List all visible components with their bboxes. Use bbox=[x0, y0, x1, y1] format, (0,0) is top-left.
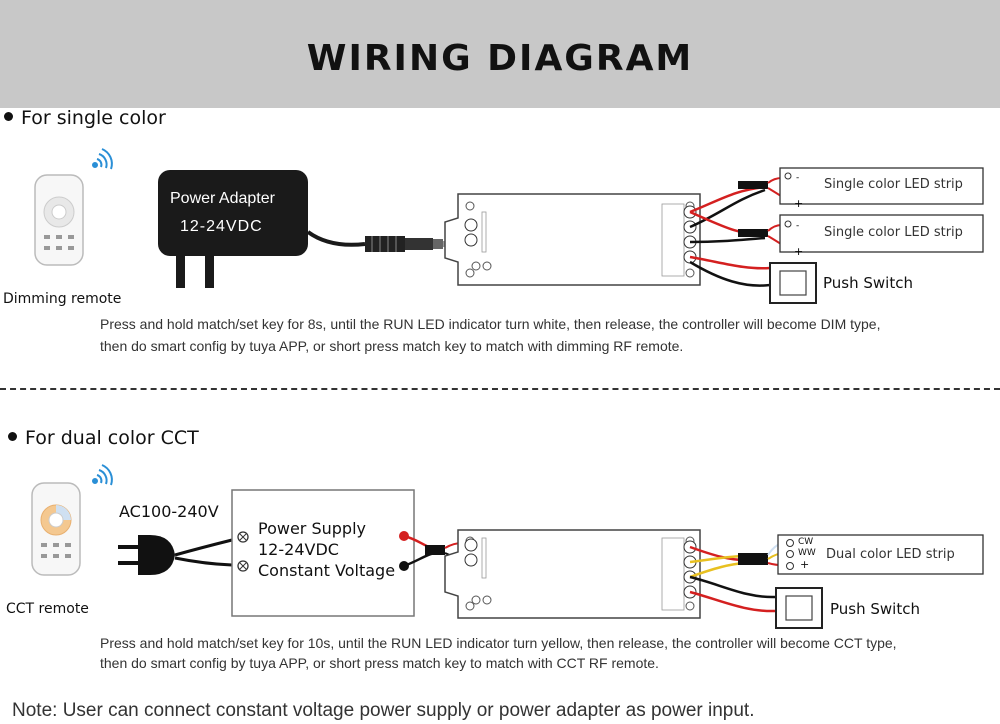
dual-instruction-line-1: Press and hold match/set key for 10s, un… bbox=[100, 635, 897, 651]
section-title-text: For dual color CCT bbox=[25, 427, 199, 449]
dimming-remote-label: Dimming remote bbox=[3, 291, 122, 307]
single-color-led-strip-2: - + bbox=[779, 214, 984, 258]
psu-line-1: Power Supply bbox=[258, 519, 366, 538]
psu-line-3: Constant Voltage bbox=[258, 561, 396, 580]
dual-instruction-line-2: then do smart config by tuya APP, or sho… bbox=[100, 655, 659, 671]
cct-remote-label: CCT remote bbox=[6, 601, 89, 617]
bullet-icon bbox=[4, 112, 13, 121]
push-switch-label-1: Push Switch bbox=[823, 274, 913, 292]
single-instruction-line-2: then do smart config by tuya APP, or sho… bbox=[100, 338, 684, 354]
power-adapter-icon bbox=[158, 170, 308, 288]
push-switch-label-2: Push Switch bbox=[830, 600, 920, 618]
psu-line-2: 12-24VDC bbox=[258, 540, 339, 559]
section-title-dual-color: For dual color CCT bbox=[8, 427, 199, 449]
cw-terminal-label: CW bbox=[798, 537, 814, 547]
title-banner bbox=[0, 0, 1000, 108]
dual-color-led-strip bbox=[777, 534, 984, 575]
plus-terminal-label: + bbox=[800, 558, 810, 571]
adapter-title: Power Adapter bbox=[170, 190, 275, 207]
section-title-single-color: For single color bbox=[4, 107, 166, 129]
ac-plug-icon bbox=[118, 535, 233, 575]
power-supply-icon bbox=[231, 489, 415, 617]
ww-terminal-label: WW bbox=[798, 548, 816, 558]
single-color-led-strip-1: - + bbox=[779, 167, 984, 210]
bullet-icon bbox=[8, 432, 17, 441]
push-switch-icon-2 bbox=[775, 587, 823, 629]
wifi-icon bbox=[92, 148, 113, 170]
controller-icon-2 bbox=[444, 529, 701, 619]
strip-label-1: Single color LED strip bbox=[824, 177, 963, 192]
section-divider bbox=[0, 388, 1000, 390]
svg-text:-: - bbox=[796, 173, 799, 183]
note-text: Note: User can connect constant voltage … bbox=[12, 700, 755, 721]
adapter-voltage: 12-24VDC bbox=[180, 218, 263, 235]
dc-plug-icon bbox=[365, 236, 457, 252]
ac-input-label: AC100-240V bbox=[119, 502, 219, 521]
controller-icon bbox=[444, 193, 701, 286]
push-switch-icon-1 bbox=[769, 262, 817, 304]
svg-text:+: + bbox=[794, 245, 803, 258]
dual-strip-label: Dual color LED strip bbox=[826, 547, 955, 562]
svg-text:-: - bbox=[796, 221, 799, 231]
strip-label-2: Single color LED strip bbox=[824, 225, 963, 240]
svg-text:+: + bbox=[794, 197, 803, 210]
wifi-icon-2 bbox=[92, 464, 113, 486]
single-instruction-line-1: Press and hold match/set key for 8s, unt… bbox=[100, 316, 881, 332]
page-title: WIRING DIAGRAM bbox=[306, 38, 694, 79]
dimming-remote-icon bbox=[34, 174, 84, 266]
cct-remote-icon bbox=[31, 482, 81, 576]
section-title-text: For single color bbox=[21, 107, 166, 129]
